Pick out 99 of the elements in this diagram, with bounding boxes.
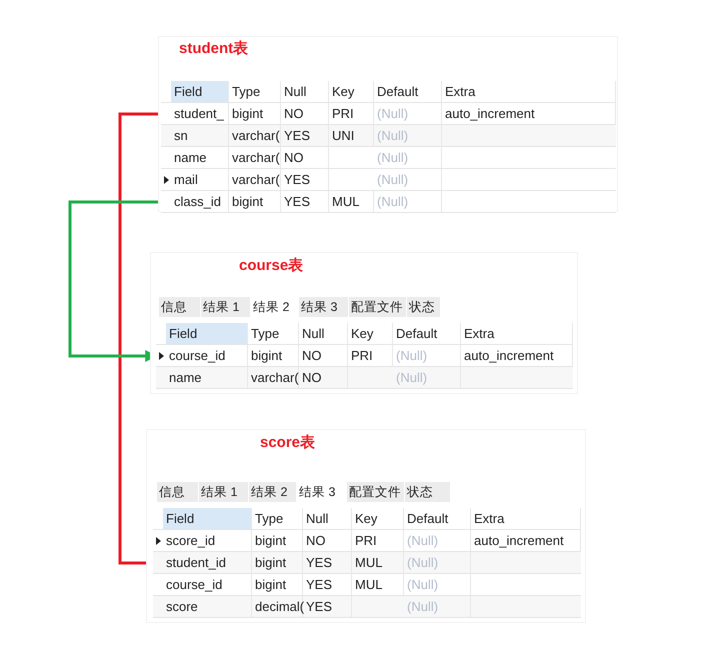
table-cell: UNI xyxy=(329,125,374,146)
table-cell: auto_increment xyxy=(442,103,616,124)
table-row xyxy=(153,596,581,618)
table-cell: varchar( xyxy=(229,169,281,190)
table-cell: YES xyxy=(281,191,329,212)
column-header: Type xyxy=(252,508,303,529)
table-cell: YES xyxy=(281,125,329,146)
tab: 结果 1 xyxy=(199,482,248,502)
table-cell: score_id xyxy=(163,530,252,551)
table-cell: (Null) xyxy=(374,103,442,124)
table-cell: bigint xyxy=(248,345,299,366)
table-cell: decimal( xyxy=(252,596,303,617)
table-cell: MUL xyxy=(352,574,404,595)
column-header: Field xyxy=(166,323,248,344)
table-cell: (Null) xyxy=(374,169,442,190)
column-header: Default xyxy=(404,508,471,529)
tab: 信息 xyxy=(159,297,200,317)
table-row xyxy=(153,530,581,552)
column-header: Field xyxy=(163,508,252,529)
column-header: Field xyxy=(171,81,229,102)
table-row xyxy=(156,367,573,389)
table-cell: student_id xyxy=(163,552,252,573)
table-title: student表 xyxy=(179,39,248,59)
column-header: Null xyxy=(303,508,352,529)
table-cell: (Null) xyxy=(374,147,442,168)
tab: 状态 xyxy=(407,297,440,317)
table-cell: MUL xyxy=(329,191,374,212)
table-cell: NO xyxy=(281,103,329,124)
table-row xyxy=(156,345,573,367)
table-cell: sn xyxy=(171,125,229,146)
table-cell: (Null) xyxy=(404,596,471,617)
table-cell: varchar( xyxy=(229,125,281,146)
table-title: score表 xyxy=(260,433,316,453)
table-cell: name xyxy=(166,367,248,388)
column-header: Default xyxy=(374,81,442,102)
table-title: course表 xyxy=(239,256,304,276)
tab: 配置文件 xyxy=(347,482,404,502)
table-cell: (Null) xyxy=(393,345,461,366)
table-cell: course_id xyxy=(166,345,248,366)
table-cell: PRI xyxy=(329,103,374,124)
table-cell: NO xyxy=(281,147,329,168)
table-cell: name xyxy=(171,147,229,168)
table-cell: varchar( xyxy=(248,367,299,388)
column-header: Key xyxy=(329,81,374,102)
table-cell: (Null) xyxy=(404,530,471,551)
table-cell: NO xyxy=(299,367,348,388)
tab: 配置文件 xyxy=(349,297,406,317)
table-cell: bigint xyxy=(229,103,281,124)
table-row xyxy=(161,103,616,125)
table-cell: bigint xyxy=(252,530,303,551)
table-cell: auto_increment xyxy=(461,345,573,366)
column-header: Extra xyxy=(442,81,616,102)
table-row xyxy=(161,125,616,147)
table-cell: bigint xyxy=(229,191,281,212)
table-cell: MUL xyxy=(352,552,404,573)
column-header: Key xyxy=(348,323,393,344)
table-cell: (Null) xyxy=(374,125,442,146)
table-cell: (Null) xyxy=(404,552,471,573)
table-row xyxy=(161,81,616,103)
data-table xyxy=(146,429,586,623)
table-cell: score xyxy=(163,596,252,617)
table-row xyxy=(161,169,616,191)
table-cell: YES xyxy=(303,596,352,617)
column-header: Key xyxy=(352,508,404,529)
table-row xyxy=(161,147,616,169)
table-cell: YES xyxy=(281,169,329,190)
table-cell: PRI xyxy=(352,530,404,551)
table-cell: YES xyxy=(303,574,352,595)
table-cell: (Null) xyxy=(393,367,461,388)
column-header: Type xyxy=(229,81,281,102)
table-row xyxy=(161,191,616,213)
table-cell: NO xyxy=(299,345,348,366)
table-row xyxy=(153,552,581,574)
tab: 信息 xyxy=(157,482,198,502)
table-cell: class_id xyxy=(171,191,229,212)
table-cell: student_ xyxy=(171,103,229,124)
column-header: Type xyxy=(248,323,299,344)
tab: 结果 2 xyxy=(249,482,296,502)
table-cell: (Null) xyxy=(404,574,471,595)
tab: 结果 1 xyxy=(201,297,250,317)
data-table xyxy=(158,36,618,212)
column-header: Extra xyxy=(471,508,581,529)
tab: 状态 xyxy=(405,482,450,502)
table-cell: mail xyxy=(171,169,229,190)
table-cell: bigint xyxy=(252,552,303,573)
column-header: Null xyxy=(299,323,348,344)
table-cell: (Null) xyxy=(374,191,442,212)
table-cell: bigint xyxy=(252,574,303,595)
column-header: Extra xyxy=(461,323,573,344)
column-header: Null xyxy=(281,81,329,102)
table-cell: course_id xyxy=(163,574,252,595)
table-cell: PRI xyxy=(348,345,393,366)
table-cell: auto_increment xyxy=(471,530,581,551)
table-cell: YES xyxy=(303,552,352,573)
tab: 结果 3 xyxy=(299,297,348,317)
table-cell: NO xyxy=(303,530,352,551)
column-header: Default xyxy=(393,323,461,344)
data-table xyxy=(150,252,578,394)
table-cell: varchar( xyxy=(229,147,281,168)
